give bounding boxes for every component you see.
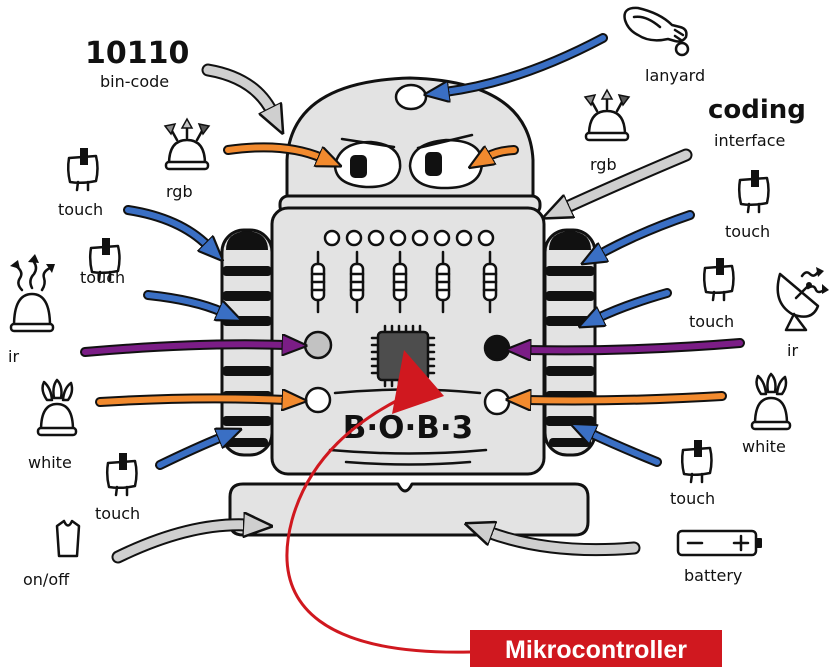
arrow-touch-right-bottom	[590, 433, 662, 467]
arrow-coding-interface	[565, 148, 693, 208]
arrow-white-left	[95, 398, 286, 402]
touch-right-bottom-label: touch	[670, 489, 715, 508]
name-line-bottom	[328, 448, 488, 455]
bin-code-value: 10110	[85, 36, 189, 71]
resistor	[392, 250, 408, 314]
white-led-left	[304, 386, 332, 414]
arrows	[80, 33, 745, 654]
switch-icon	[55, 519, 81, 558]
ir-led-icon	[9, 254, 55, 333]
arrow-white-right	[527, 396, 727, 401]
microcontroller-callout: Mikrocontroller	[470, 630, 722, 667]
on-off-label: on/off	[23, 570, 70, 589]
callout-box	[470, 630, 722, 667]
touch-sensor-icon	[105, 453, 138, 497]
lanyard-hole	[394, 83, 428, 111]
arrow-touch-left-bottom	[155, 437, 222, 470]
interface-label: interface	[714, 131, 785, 150]
right-arm	[543, 228, 597, 457]
resistor	[435, 250, 451, 314]
labels: 10110 bin-code lanyard rgb coding interf…	[8, 36, 806, 589]
ir-left-label: ir	[8, 347, 19, 366]
arrow-touch-right-top	[600, 210, 695, 254]
left-eye	[333, 137, 402, 189]
resistor	[349, 250, 365, 314]
arrow-rgb-left	[223, 142, 322, 158]
touch-left-bottom-label: touch	[95, 504, 140, 523]
callout-label: Mikrocontroller	[505, 636, 687, 664]
ir-right-label: ir	[787, 341, 798, 360]
white-left-label: white	[28, 453, 72, 472]
robot-feet	[228, 482, 590, 537]
white-right-label: white	[742, 437, 786, 456]
arrow-touch-left-middle	[143, 290, 222, 312]
resistor	[310, 250, 326, 314]
arrow-touch-right-middle	[598, 288, 672, 318]
ir-led-left	[303, 330, 333, 360]
ir-receiver-icon	[776, 267, 829, 332]
touch-right-middle-label: touch	[689, 312, 734, 331]
arrow-lanyard	[445, 33, 608, 92]
robot-name: B·O·B·3	[343, 410, 474, 446]
touch-left-top-label: touch	[58, 200, 103, 219]
touch-sensor-icon	[88, 238, 121, 282]
white-led-icon	[750, 372, 792, 431]
led-row	[323, 229, 495, 247]
rgb-led-icon	[583, 88, 631, 142]
touch-left-middle-label: touch	[80, 268, 125, 287]
coding-label: coding	[708, 95, 806, 125]
resistors	[310, 250, 498, 314]
rgb-right-label: rgb	[590, 155, 617, 174]
white-led-icon	[36, 378, 78, 437]
bin-code-label: bin-code	[100, 72, 169, 91]
arrow-rgb-right	[487, 145, 519, 157]
touch-right-top-label: touch	[725, 222, 770, 241]
touch-sensor-icon	[680, 440, 713, 484]
arrow-battery	[488, 532, 641, 557]
right-eye	[408, 133, 484, 190]
arrow-bin-code	[201, 63, 272, 112]
touch-sensor-icon	[737, 170, 770, 214]
rgb-left-label: rgb	[166, 182, 193, 201]
battery-label: battery	[684, 566, 742, 585]
battery-icon	[676, 529, 762, 557]
arrow-ir-right	[527, 338, 745, 350]
touch-sensor-icon	[66, 148, 99, 192]
resistor	[482, 250, 498, 314]
arrow-on-off	[111, 525, 248, 564]
arrow-microcontroller	[285, 350, 472, 654]
arrow-ir-left	[80, 344, 286, 357]
rgb-led-icon	[163, 117, 211, 171]
white-led-right	[483, 388, 511, 416]
name-line-bottom-2	[344, 460, 472, 466]
lanyard-icon	[623, 6, 690, 57]
ir-receiver-right	[483, 334, 511, 362]
lanyard-label: lanyard	[645, 66, 705, 85]
robot: B·O·B·3	[220, 76, 597, 537]
arrow-touch-left-top	[123, 205, 208, 246]
touch-sensor-icon	[702, 258, 735, 302]
